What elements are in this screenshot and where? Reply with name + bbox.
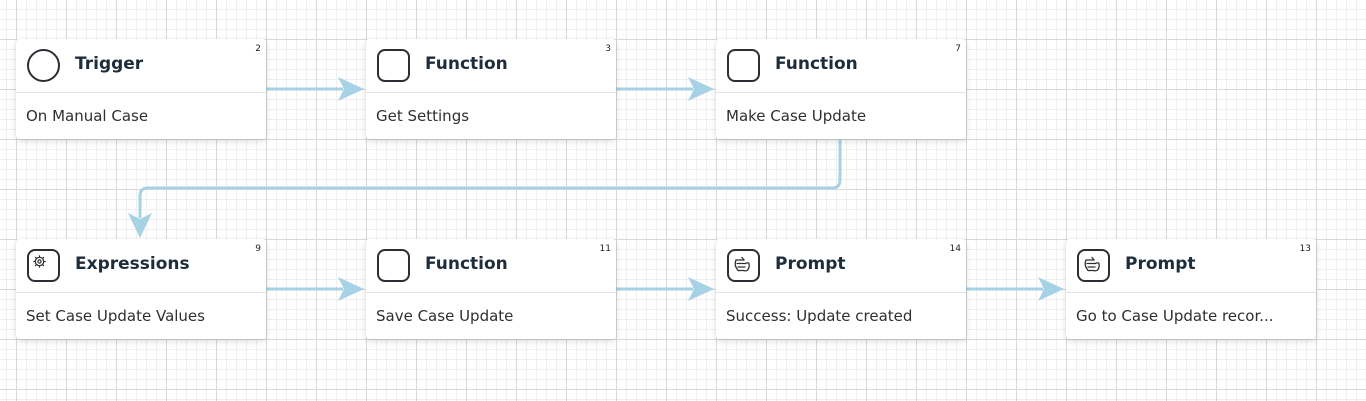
node-type-label: Prompt: [775, 254, 846, 274]
node-description: Save Case Update: [376, 307, 514, 325]
node-description: Get Settings: [376, 107, 470, 125]
function-icon: [377, 249, 410, 282]
node-prompt-go-to-record[interactable]: Prompt 13 Go to Case Update recor...: [1066, 239, 1316, 339]
arrowhead: [1038, 277, 1064, 301]
connector-14-13: [965, 277, 1064, 301]
arrowhead: [128, 213, 152, 238]
node-number: 2: [255, 44, 261, 54]
node-header: Trigger 2: [16, 39, 266, 93]
node-number: 14: [949, 244, 961, 254]
arrowhead: [338, 277, 364, 301]
node-description: Set Case Update Values: [26, 307, 205, 325]
node-expressions-set-case-update-values[interactable]: Expressions 9 Set Case Update Values: [16, 239, 266, 339]
node-type-label: Trigger: [75, 54, 144, 74]
connector-9-11: [265, 277, 364, 301]
connector-11-14: [615, 277, 714, 301]
node-type-label: Function: [775, 54, 858, 74]
arrowhead: [688, 277, 714, 301]
node-number: 3: [605, 44, 611, 54]
node-description: Success: Update created: [726, 307, 913, 325]
node-header: Prompt 14: [716, 239, 966, 293]
node-header: Expressions 9: [16, 239, 266, 293]
node-type-label: Prompt: [1125, 254, 1196, 274]
node-number: 7: [955, 44, 961, 54]
node-function-make-case-update[interactable]: Function 7 Make Case Update: [716, 39, 966, 139]
gear-icon: [27, 249, 60, 282]
node-description: Make Case Update: [726, 107, 867, 125]
node-function-get-settings[interactable]: Function 3 Get Settings: [366, 39, 616, 139]
node-header: Function 3: [366, 39, 616, 93]
node-prompt-success[interactable]: Prompt 14 Success: Update created: [716, 239, 966, 339]
node-header: Function 11: [366, 239, 616, 293]
arrowhead: [688, 77, 714, 101]
connector-2-3: [265, 77, 364, 101]
node-header: Function 7: [716, 39, 966, 93]
arrowhead: [338, 77, 364, 101]
connector-3-7: [615, 77, 714, 101]
node-type-label: Function: [425, 54, 508, 74]
node-type-label: Expressions: [75, 254, 190, 274]
node-number: 9: [255, 244, 261, 254]
node-number: 13: [1299, 244, 1311, 254]
hand-icon: [727, 249, 760, 282]
node-trigger-on-manual-case[interactable]: Trigger 2 On Manual Case: [16, 39, 266, 139]
hand-icon: [1077, 249, 1110, 282]
circle-icon: [27, 49, 60, 82]
function-icon: [377, 49, 410, 82]
node-description: Go to Case Update recor...: [1076, 307, 1274, 325]
node-function-save-case-update[interactable]: Function 11 Save Case Update: [366, 239, 616, 339]
node-type-label: Function: [425, 254, 508, 274]
node-number: 11: [599, 244, 611, 254]
node-description: On Manual Case: [26, 107, 149, 125]
node-header: Prompt 13: [1066, 239, 1316, 293]
connector-7-9: [128, 139, 842, 238]
function-icon: [727, 49, 760, 82]
